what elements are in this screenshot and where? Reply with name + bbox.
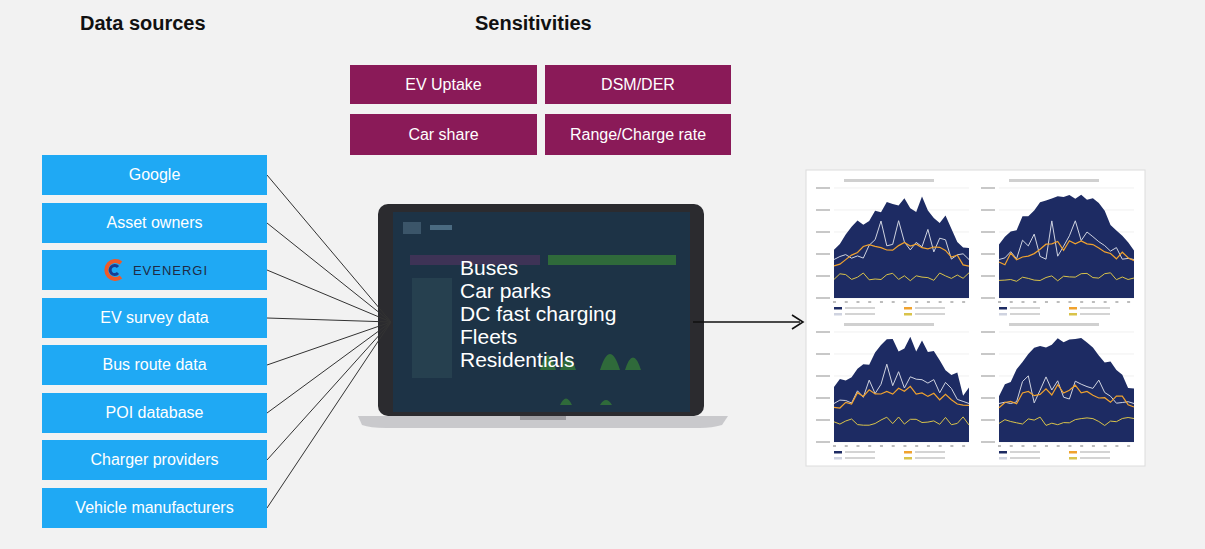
chart-group bbox=[816, 179, 1134, 460]
output-arrowhead bbox=[792, 315, 803, 329]
box-label: DSM/DER bbox=[601, 76, 675, 94]
source-box: Vehicle manufacturers bbox=[42, 488, 267, 528]
source-box: EVENERGI bbox=[42, 250, 267, 290]
sensitivity-box: Car share bbox=[350, 114, 537, 155]
segment-item: Car parks bbox=[460, 279, 680, 302]
source-connector bbox=[267, 322, 391, 413]
laptop-notch bbox=[520, 416, 566, 420]
laptop-screen bbox=[393, 212, 690, 412]
box-label: Google bbox=[129, 166, 181, 184]
screen-panel: BusesCar parksDC fast chargingFleetsResi… bbox=[393, 212, 690, 412]
box-label: EVENERGI bbox=[133, 263, 208, 278]
source-connector bbox=[267, 223, 391, 322]
source-connector bbox=[267, 270, 391, 322]
source-connector bbox=[267, 322, 391, 460]
segment-item: DC fast charging bbox=[460, 302, 680, 325]
chart-panel bbox=[806, 170, 1145, 466]
source-box: Asset owners bbox=[42, 203, 267, 243]
box-label: Range/Charge rate bbox=[570, 126, 706, 144]
laptop-base bbox=[358, 416, 728, 428]
box-label: POI database bbox=[106, 404, 204, 422]
source-box: Charger providers bbox=[42, 440, 267, 480]
column-heading: Data sources bbox=[80, 12, 206, 35]
screen-logo bbox=[403, 222, 421, 234]
source-box: Google bbox=[42, 155, 267, 195]
box-label: EV survey data bbox=[100, 309, 209, 327]
load-profile-chart bbox=[816, 179, 969, 316]
output-arrow bbox=[693, 321, 800, 323]
source-connector bbox=[267, 322, 391, 365]
screen-ui bbox=[548, 255, 676, 265]
segment-item: Fleets bbox=[460, 325, 680, 348]
logo-icon bbox=[101, 257, 127, 283]
source-box: POI database bbox=[42, 393, 267, 433]
source-connector bbox=[267, 322, 391, 508]
load-profile-chart bbox=[816, 323, 969, 460]
source-connector bbox=[267, 175, 391, 322]
segment-item: Residentials bbox=[460, 348, 680, 371]
sensitivity-box: Range/Charge rate bbox=[545, 114, 731, 155]
screen-ui bbox=[430, 225, 452, 230]
box-label: Car share bbox=[408, 126, 478, 144]
box-label: Bus route data bbox=[102, 356, 206, 374]
source-connector bbox=[267, 318, 391, 322]
load-profile-chart bbox=[981, 323, 1134, 460]
segment-item: Buses bbox=[460, 256, 680, 279]
column-heading: Sensitivities bbox=[475, 12, 592, 35]
laptop-lid bbox=[378, 204, 704, 416]
box-label: Asset owners bbox=[106, 214, 202, 232]
box-label: Vehicle manufacturers bbox=[75, 499, 233, 517]
box-label: Charger providers bbox=[90, 451, 218, 469]
sensitivity-box: DSM/DER bbox=[545, 65, 731, 104]
box-label: EV Uptake bbox=[405, 76, 481, 94]
load-profile-chart bbox=[981, 179, 1134, 316]
source-box: Bus route data bbox=[42, 345, 267, 385]
screen-ui bbox=[412, 278, 452, 378]
source-box: EV survey data bbox=[42, 298, 267, 338]
sensitivity-box: EV Uptake bbox=[350, 65, 537, 104]
